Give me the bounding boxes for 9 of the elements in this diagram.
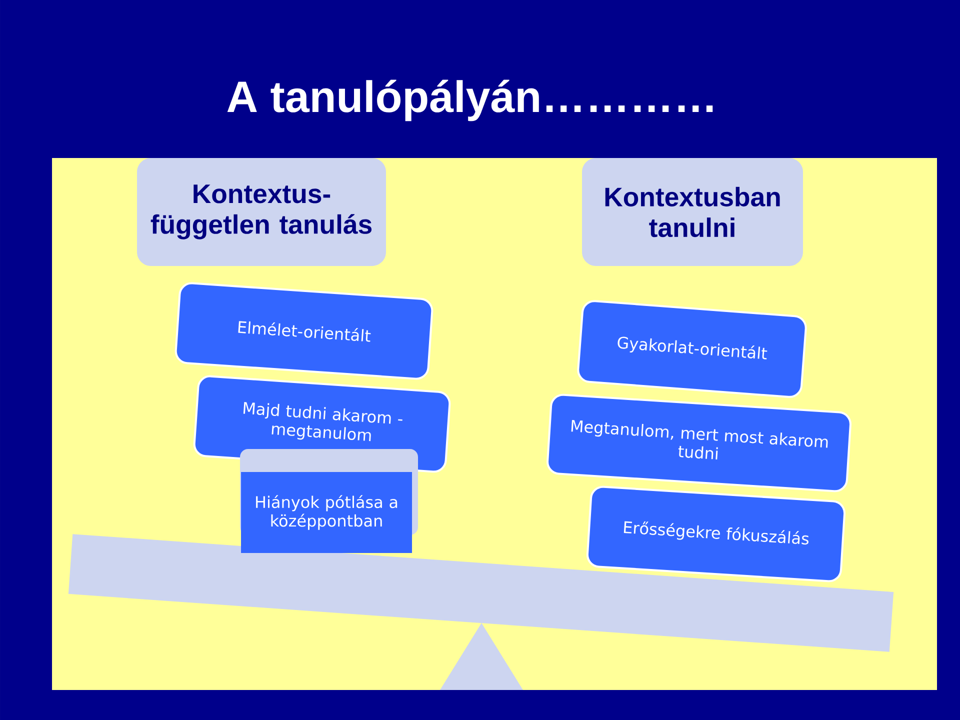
heading-box: Kontextus- független tanulás bbox=[137, 158, 386, 266]
fulcrum-triangle bbox=[440, 623, 523, 690]
process-box: Megtanulom, mert most akarom tudni bbox=[546, 394, 852, 492]
process-box: Elmélet-orientált bbox=[174, 282, 434, 380]
process-box: Erősségekre fókuszálás bbox=[586, 486, 846, 582]
process-box: Gyakorlat-orientált bbox=[577, 300, 807, 398]
heading-box: Kontextusban tanulni bbox=[582, 158, 803, 266]
process-box: Hiányok pótlása a középpontban bbox=[241, 472, 412, 553]
title: A tanulópályán………… bbox=[227, 80, 713, 122]
